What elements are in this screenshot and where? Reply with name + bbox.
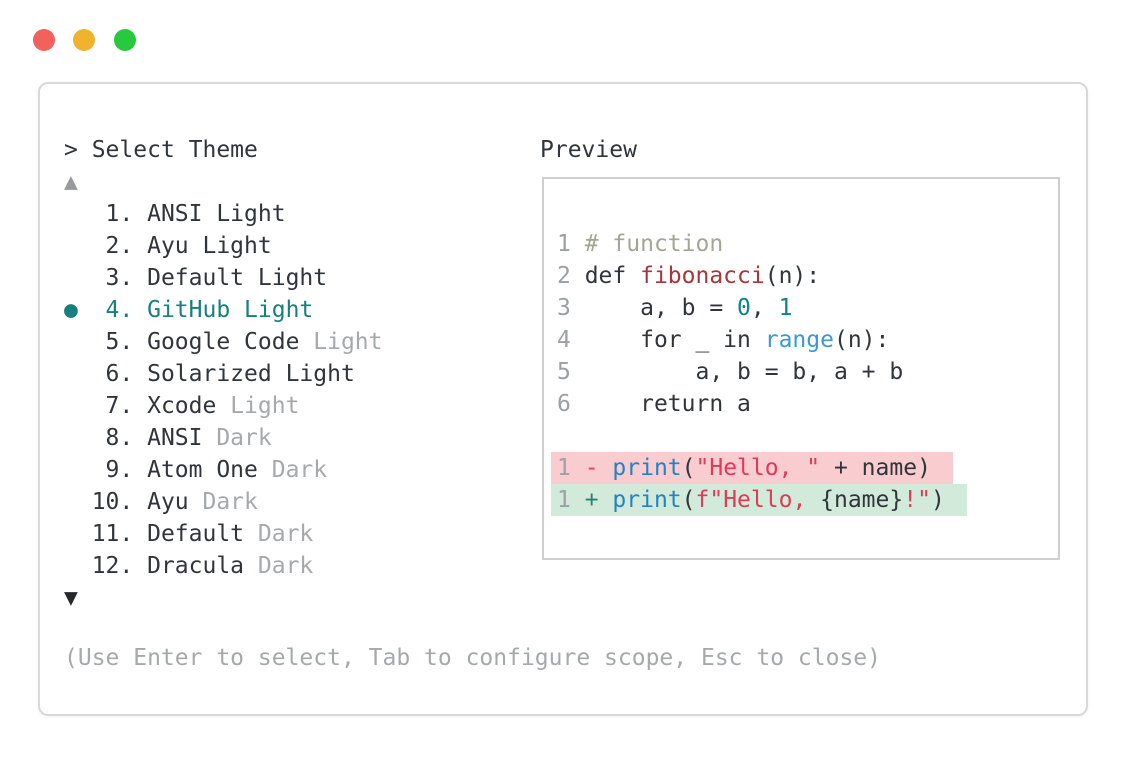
traffic-light-close-button[interactable] [33,29,55,51]
code-preview: 1 # function 2 def fibonacci(n): 3 a, b = … [551,228,967,516]
picker-header: > Select Theme [64,134,258,166]
code-line: 3 a, b = 0, 1 [557,295,793,321]
theme-item-name: Dracula [147,553,245,579]
theme-item-number: 11. [91,521,148,547]
theme-list-item-3[interactable]: 3. Default Light [64,262,383,294]
picker-title: Select Theme [91,137,258,163]
theme-item-variant: Dark [244,521,314,547]
code-line-number: 2 [557,263,585,289]
code-line: 4 for _ in range(n): [557,327,890,353]
theme-list-item-5[interactable]: 5. Google Code Light [64,326,383,358]
theme-item-name: Xcode [147,393,217,419]
theme-item-name: ANSI [147,425,203,451]
theme-item-number: 6. [91,361,148,387]
theme-item-number: 7. [91,393,148,419]
theme-list-item-11[interactable]: 11. Default Dark [64,518,383,550]
theme-picker-panel: > Select Theme ▲ 1. ANSI Light 2. Ayu Li… [38,82,1088,716]
theme-item-number: 4. [91,297,148,323]
theme-item-number: 9. [91,457,148,483]
theme-list-item-1[interactable]: 1. ANSI Light [64,198,383,230]
footer-hint: (Use Enter to select, Tab to configure s… [64,645,881,671]
theme-list-item-12[interactable]: 12. Dracula Dark [64,550,383,582]
preview-label: Preview [540,137,637,163]
diff-line-number: 1 [557,455,585,481]
theme-item-name: Google Code [147,329,300,355]
theme-list-item-4[interactable]: ● 4. GitHub Light [64,294,383,326]
traffic-light-maximize-button[interactable] [114,29,136,51]
theme-item-variant: Light [216,393,300,419]
theme-item-name: Default Light [147,265,328,291]
code-line: 1 # function [557,231,724,257]
theme-item-name: Ayu Light [147,233,272,259]
theme-list-item-10[interactable]: 10. Ayu Dark [64,486,383,518]
window-titlebar [0,0,1129,60]
diff-line-number: 1 [557,487,585,513]
theme-item-number: 8. [91,425,148,451]
theme-item-number: 2. [91,233,148,259]
traffic-light-minimize-button[interactable] [73,29,95,51]
theme-item-number: 3. [91,265,148,291]
theme-item-variant: Light [299,329,383,355]
theme-item-variant: Dark [257,457,328,483]
scroll-up-indicator[interactable]: ▲ [64,169,78,195]
theme-item-name: Solarized Light [147,361,355,387]
theme-list-items: 1. ANSI Light 2. Ayu Light 3. Default Li… [64,198,383,582]
theme-list-item-6[interactable]: 6. Solarized Light [64,358,383,390]
theme-list-item-9[interactable]: 9. Atom One Dark [64,454,383,486]
code-line-number: 5 [557,359,585,385]
code-line-number: 4 [557,327,585,353]
theme-item-name: Default [147,521,245,547]
code-line: 5 a, b = b, a + b [557,359,904,385]
theme-item-number: 5. [91,329,148,355]
preview-pane: 1 # function 2 def fibonacci(n): 3 a, b = … [542,177,1060,560]
theme-list-item-7[interactable]: 7. Xcode Light [64,390,383,422]
theme-item-name: Ayu [147,489,189,515]
theme-list: ▲ 1. ANSI Light 2. Ayu Light 3. Default … [64,166,383,614]
theme-item-number: 1. [91,201,148,227]
scroll-down-indicator[interactable]: ▼ [64,585,78,611]
code-line-number: 3 [557,295,585,321]
theme-item-variant: Dark [202,425,272,451]
diff-added-line: 1 + print(f"Hello, {name}!") [551,484,967,516]
theme-item-variant: Dark [188,489,258,515]
theme-item-name: Atom One [147,457,258,483]
theme-item-name: GitHub Light [147,297,314,323]
theme-list-item-8[interactable]: 8. ANSI Dark [64,422,383,454]
code-blank-line [557,420,967,452]
theme-item-number: 12. [91,553,148,579]
selected-item-bullet-icon: ● [64,297,92,323]
code-line-number: 1 [557,231,585,257]
diff-deleted-line: 1 - print("Hello, " + name) [551,452,953,484]
prompt-chevron-icon: > [64,137,92,163]
theme-item-number: 10. [91,489,148,515]
code-line-number: 6 [557,391,585,417]
code-line: 6 return a [557,391,751,417]
theme-list-item-2[interactable]: 2. Ayu Light [64,230,383,262]
theme-item-variant: Dark [244,553,314,579]
diff-line: 1 - print("Hello, " + name) [551,452,967,484]
code-line: 2 def fibonacci(n): [557,263,821,289]
theme-item-name: ANSI Light [147,201,286,227]
diff-line: 1 + print(f"Hello, {name}!") [551,484,967,516]
